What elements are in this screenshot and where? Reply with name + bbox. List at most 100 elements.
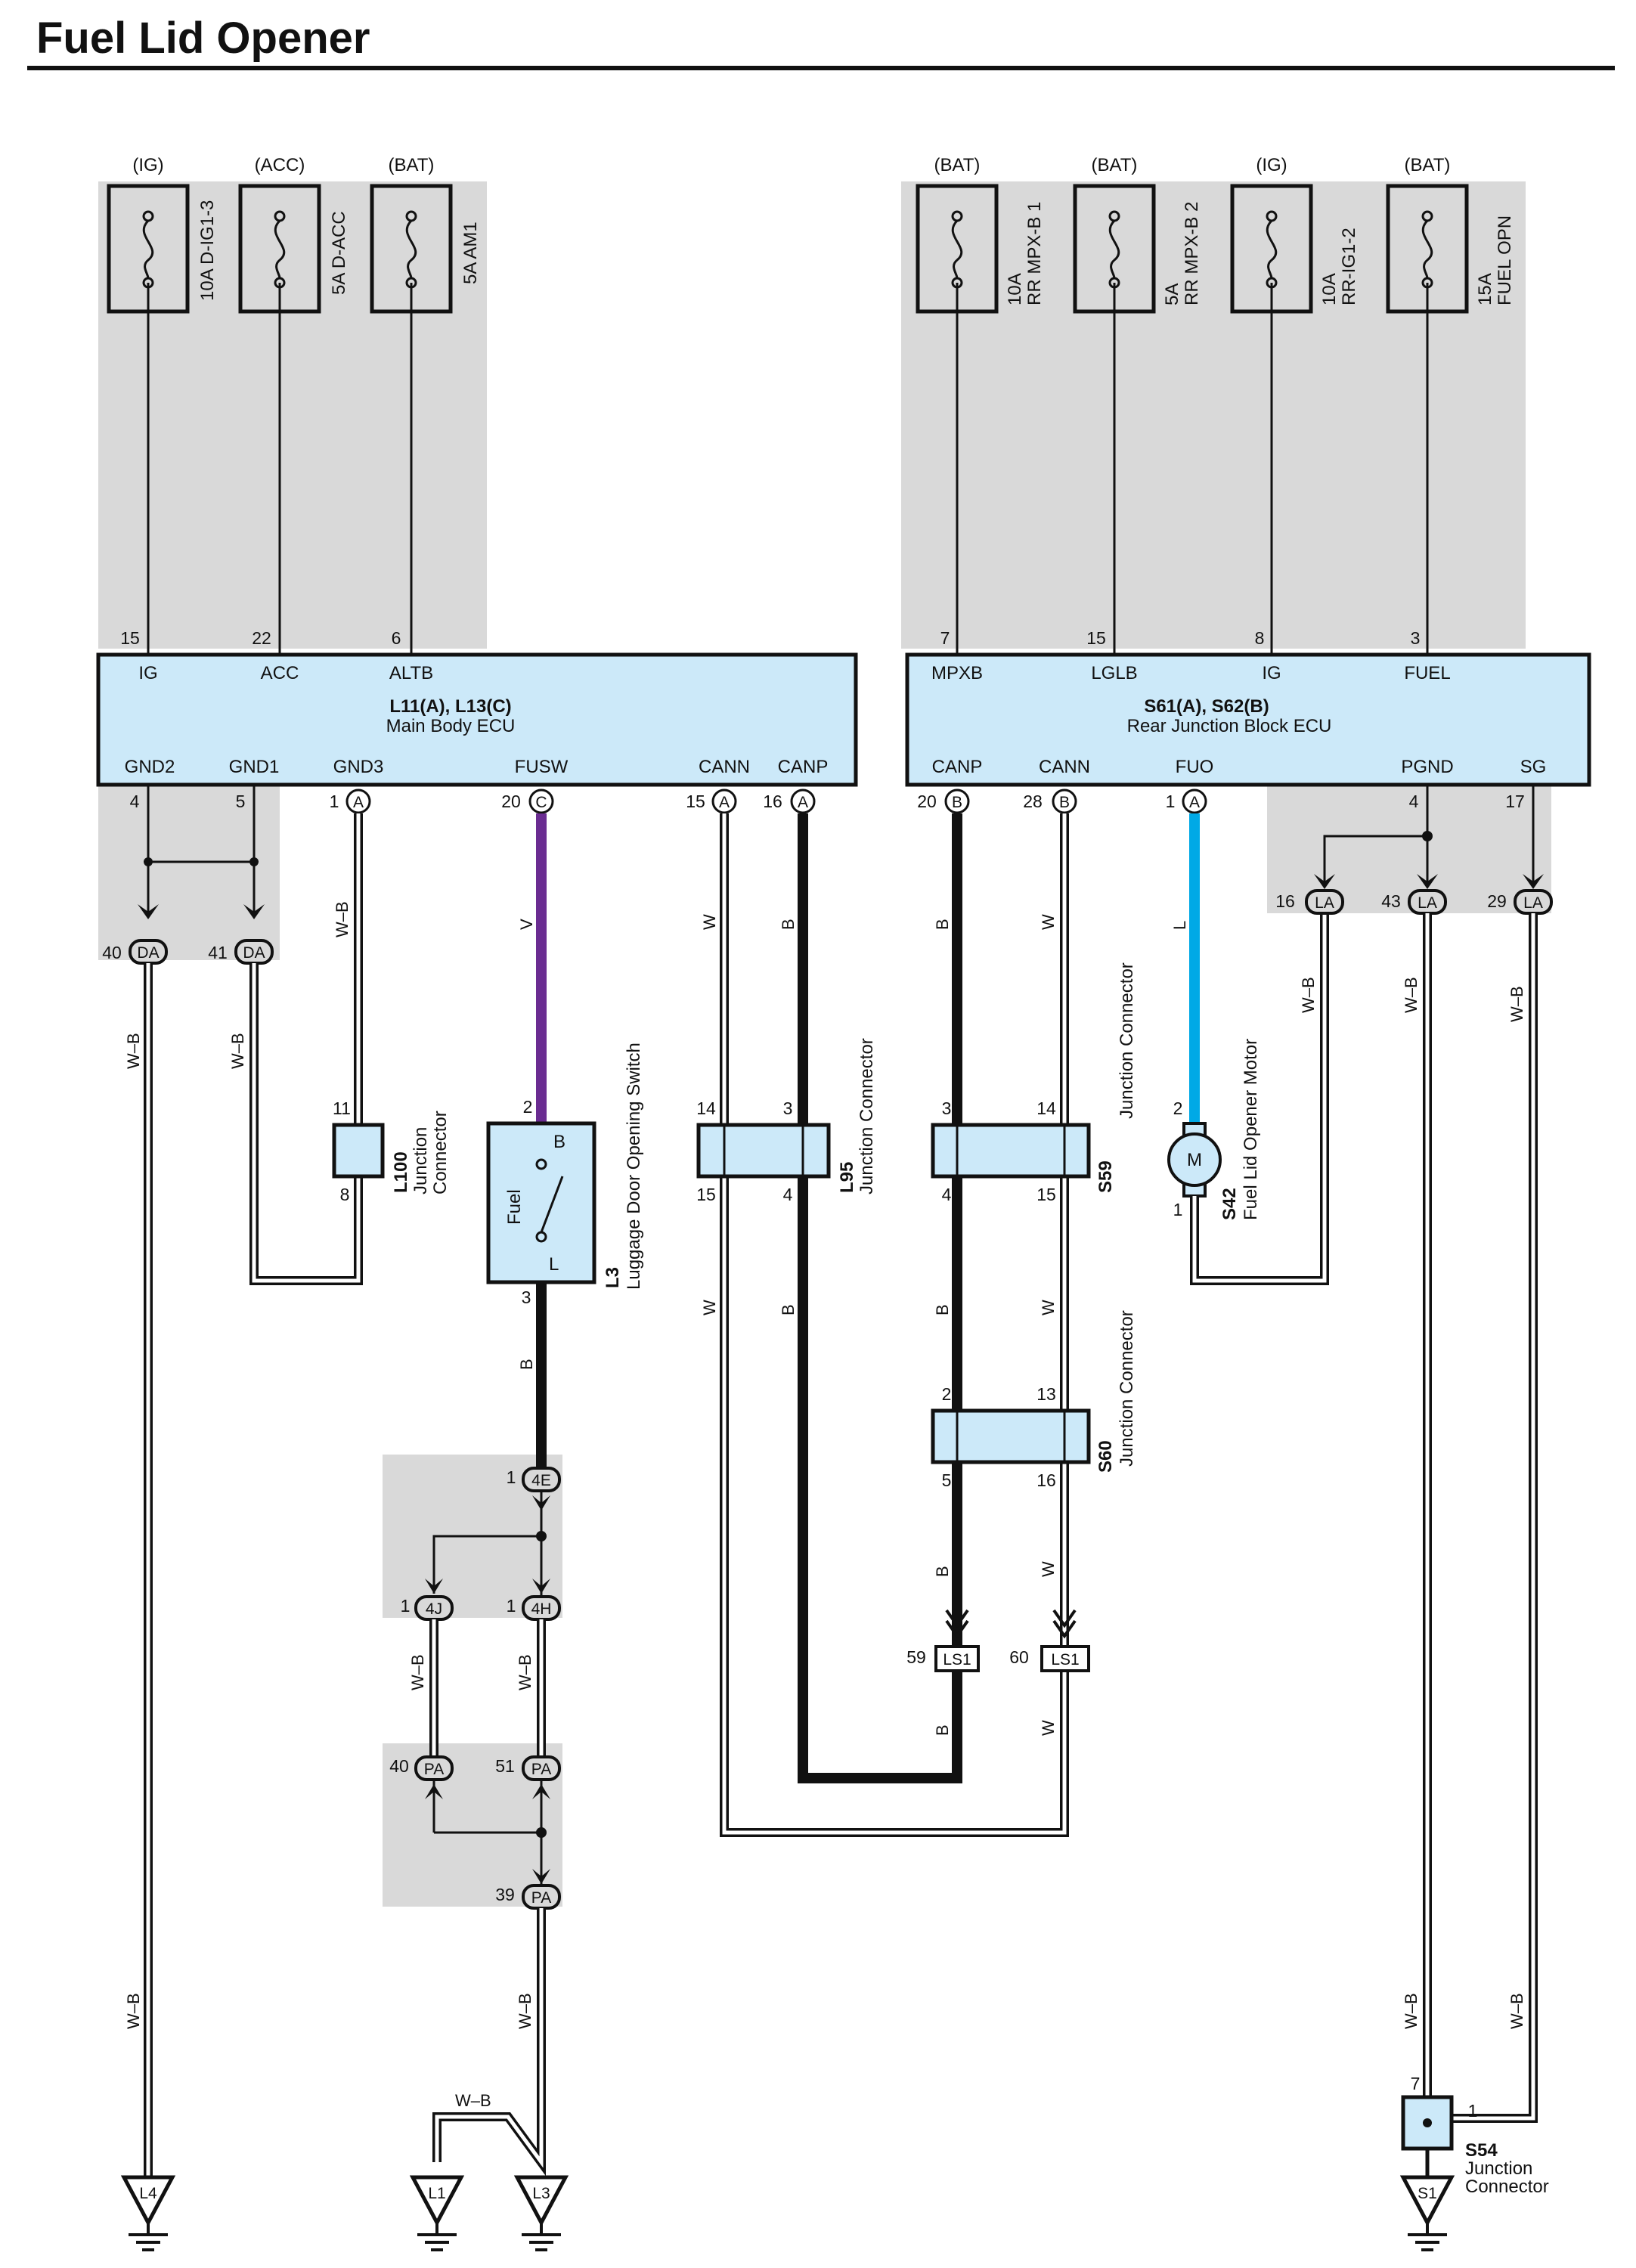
svg-text:W: W [1039,1561,1058,1577]
svg-text:LS1: LS1 [1051,1651,1079,1668]
svg-text:W: W [1039,914,1058,930]
svg-text:LA: LA [1315,894,1334,912]
l3-luggage-door-opening-switch: 2 B L Fuel 3 L3 Luggage Door Opening Swi… [486,1043,644,1307]
svg-text:15: 15 [696,1185,716,1204]
down-arrow-icon [138,904,159,919]
wire-s42-la16: W–B [1190,913,1329,1285]
svg-text:8: 8 [340,1185,350,1204]
svg-text:4E: 4E [531,1472,551,1489]
rear-junction-block-ecu: 7 15 8 3 MPXB LGLB IG FUEL S61(A), S62(B… [905,628,1591,814]
svg-text:W: W [1039,1300,1058,1315]
svg-text:60: 60 [1009,1647,1029,1667]
svg-text:L4: L4 [139,2185,157,2202]
svg-text:A: A [1189,794,1200,811]
wire-fuo-blue: L [1170,813,1200,1122]
svg-text:Junction Connector: Junction Connector [857,1038,877,1194]
svg-text:B: B [1059,794,1070,811]
pin-number: 28 [1023,792,1043,811]
pin-number: 22 [252,628,271,648]
ground-l4: L4 [120,2175,176,2251]
svg-text:B: B [952,794,962,811]
fuse-icon [274,219,286,279]
splice-4e: 1 4E 1 4J 1 4H [401,1467,561,1621]
shade-regions [98,181,1551,1907]
svg-text:15: 15 [1036,1185,1056,1204]
wire-da41-l100-gnd3: W–B W–B [228,813,363,1285]
svg-text:Junction: Junction [1465,2158,1532,2179]
pin-number: 4 [130,792,140,811]
svg-text:Junction Connector: Junction Connector [1117,962,1137,1119]
svg-text:L95: L95 [837,1162,857,1193]
svg-text:PA: PA [531,1889,551,1907]
svg-text:W–B: W–B [516,1993,534,2029]
fuse-power-label: (BAT) [389,155,435,175]
svg-text:4J: 4J [426,1600,442,1618]
pin-signal: IG [138,663,157,683]
svg-text:B: B [779,919,798,930]
fuse-name: RR MPX-B 1 [1024,202,1045,305]
motor-icon [1167,1132,1222,1187]
svg-text:B: B [779,1304,798,1315]
svg-text:B: B [933,1566,952,1577]
right-fuse-shade [901,181,1526,649]
connector-la16: 16 LA [1275,889,1344,915]
pin-signal: LGLB [1091,663,1137,683]
pin-number: 1 [330,792,339,811]
s54-junction-connector: 7 1 S54 Junction Connector [1401,2074,1549,2197]
wire-pa39-grounds: W–B W–B [432,1908,546,2177]
ecu-code: S61(A), S62(B) [1144,696,1269,717]
connector-ls1-60: 60 LS1 [1009,1609,1090,1672]
fuse-icon [951,219,963,279]
svg-text:5: 5 [942,1470,952,1490]
fuse-icon [1266,219,1278,279]
fuse-power-label: (IG) [132,155,163,175]
pin-signal: ACC [261,663,299,683]
down-arrow-icon [1052,1619,1077,1639]
down-arrow-icon [945,1619,969,1639]
svg-text:B: B [933,1724,952,1736]
svg-text:A: A [719,794,730,811]
pin-signal: FUSW [515,757,569,777]
svg-text:4: 4 [783,1185,793,1204]
svg-text:Junction: Junction [411,1127,431,1194]
svg-text:51: 51 [495,1756,515,1776]
gnd-splice-shade [98,782,280,960]
fuse-rating: 10A [1005,273,1025,305]
svg-text:W: W [1039,1720,1058,1736]
svg-text:PA: PA [531,1761,551,1778]
svg-text:1: 1 [1468,2101,1478,2121]
fuse-power-label: (BAT) [1092,155,1138,175]
svg-text:W–B: W–B [124,1993,143,2029]
svg-text:Luggage Door Opening Switch: Luggage Door Opening Switch [624,1043,644,1290]
fuse-rating: 10A [1319,273,1340,305]
pin-number: 4 [1409,792,1419,811]
fuse-power-label: (ACC) [255,155,305,175]
svg-text:16: 16 [1275,891,1295,911]
ground-l1: L1 [409,2175,465,2251]
pin-signal: SG [1520,757,1547,777]
svg-text:S60: S60 [1095,1440,1116,1473]
fuse-rating: 5A [1162,284,1182,305]
svg-text:B: B [553,1132,565,1152]
down-arrow-icon [425,1579,443,1594]
pin-number: 6 [392,628,401,648]
ground-s1: S1 [1399,2175,1455,2251]
up-arrow-icon [532,1495,550,1510]
pin-signal: CANN [1039,757,1090,777]
pin-signal: PGND [1401,757,1453,777]
right-fuse-1: (BAT) 10A RR MPX-B 1 [916,155,1045,314]
svg-text:A: A [353,794,364,811]
pin-signal: CANN [699,757,750,777]
svg-text:W–B: W–B [333,901,352,937]
wire-l3-black: B [517,1282,547,1468]
svg-text:40: 40 [389,1756,409,1776]
ecu-name: Rear Junction Block ECU [1127,716,1332,736]
wires-4j-4h-pa: W–B W–B [408,1619,546,1757]
pin-number: 15 [686,792,705,811]
svg-text:4: 4 [942,1185,952,1204]
svg-text:LA: LA [1523,894,1543,912]
down-arrow-icon [532,1869,550,1884]
conn-circle-a-canp: A [790,789,816,814]
svg-text:3: 3 [522,1287,531,1307]
pin-number: 16 [763,792,782,811]
